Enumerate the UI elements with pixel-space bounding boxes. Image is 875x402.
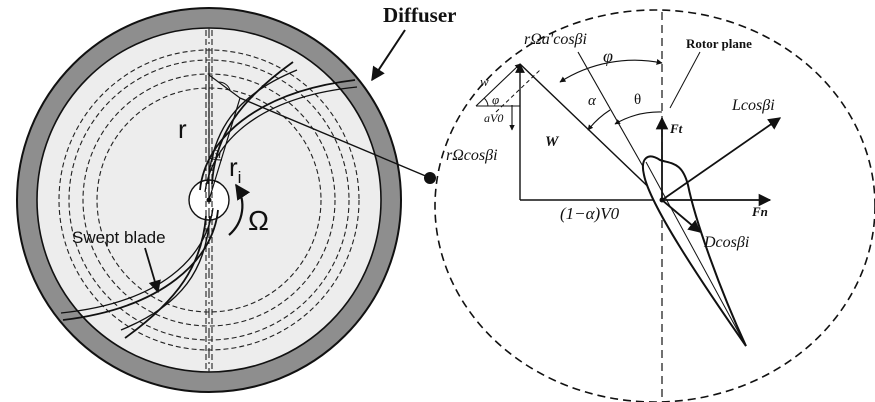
phi-label: φ xyxy=(603,46,613,66)
zoom-ellipse xyxy=(434,9,875,402)
rotor-plane-pointer xyxy=(669,51,701,109)
tangent-line xyxy=(208,74,241,99)
relative-velocity-W xyxy=(519,63,663,201)
diffuser-label: Diffuser xyxy=(383,3,456,27)
D-cos-beta-label: Dcosβi xyxy=(703,234,749,251)
drag-vector xyxy=(661,199,701,233)
alpha-arc xyxy=(587,109,611,131)
velocity-triangle xyxy=(475,51,663,201)
beta-i-label: βi xyxy=(211,147,221,161)
radius-ri-line xyxy=(208,97,241,201)
rotor-view: Diffuser r ri βi Ω Swept blade xyxy=(16,3,456,393)
zoom-point xyxy=(424,172,436,184)
W-label: W xyxy=(545,134,560,150)
swept-blade-label: Swept blade xyxy=(72,228,166,247)
rotor-plane-label: Rotor plane xyxy=(686,36,752,51)
beta-arc xyxy=(208,157,223,161)
alpha-label: α xyxy=(588,93,597,109)
dashed-diag xyxy=(495,69,541,113)
theta-label: θ xyxy=(634,92,641,108)
a-v0-label: aV0 xyxy=(484,111,503,125)
omega-rotation-arrow xyxy=(228,183,251,236)
r-omega-cos-beta-label: rΩcosβi xyxy=(446,147,498,164)
theta-arc xyxy=(614,111,663,125)
omega-label: Ω xyxy=(248,205,269,236)
small-w-vector xyxy=(475,63,521,107)
small-w-label: w xyxy=(480,74,489,89)
one-minus-alpha-v0-label: (1−α)V0 xyxy=(560,204,620,223)
blade-upper-right-outer xyxy=(199,79,356,191)
vertical-dashed-lines xyxy=(205,28,213,372)
r-label: r xyxy=(178,114,187,144)
small-phi-label: φ xyxy=(492,92,499,107)
swept-blade-arrow xyxy=(144,247,161,294)
leader-to-zoom xyxy=(239,97,429,178)
Fn-label: Fn xyxy=(751,204,768,219)
velocity-force-view: Rotor plane rΩa'cosβi φ w φ aV0 α θ W rΩ… xyxy=(434,9,875,402)
small-phi-arc xyxy=(483,97,489,107)
angle-arc-top xyxy=(217,81,231,91)
L-cos-beta-label: Lcosβi xyxy=(731,97,775,114)
diffuser-arrow xyxy=(371,29,406,82)
airfoil-chord xyxy=(645,161,747,347)
lift-vector xyxy=(661,117,782,201)
r-omega-a-cos-beta-label: rΩa'cosβi xyxy=(524,31,587,48)
phi-arc xyxy=(559,58,663,83)
blade-lower-left xyxy=(124,215,207,339)
Ft-label: Ft xyxy=(669,121,683,136)
ri-label: ri xyxy=(229,152,241,187)
blade-lower-left-outer xyxy=(62,209,219,321)
